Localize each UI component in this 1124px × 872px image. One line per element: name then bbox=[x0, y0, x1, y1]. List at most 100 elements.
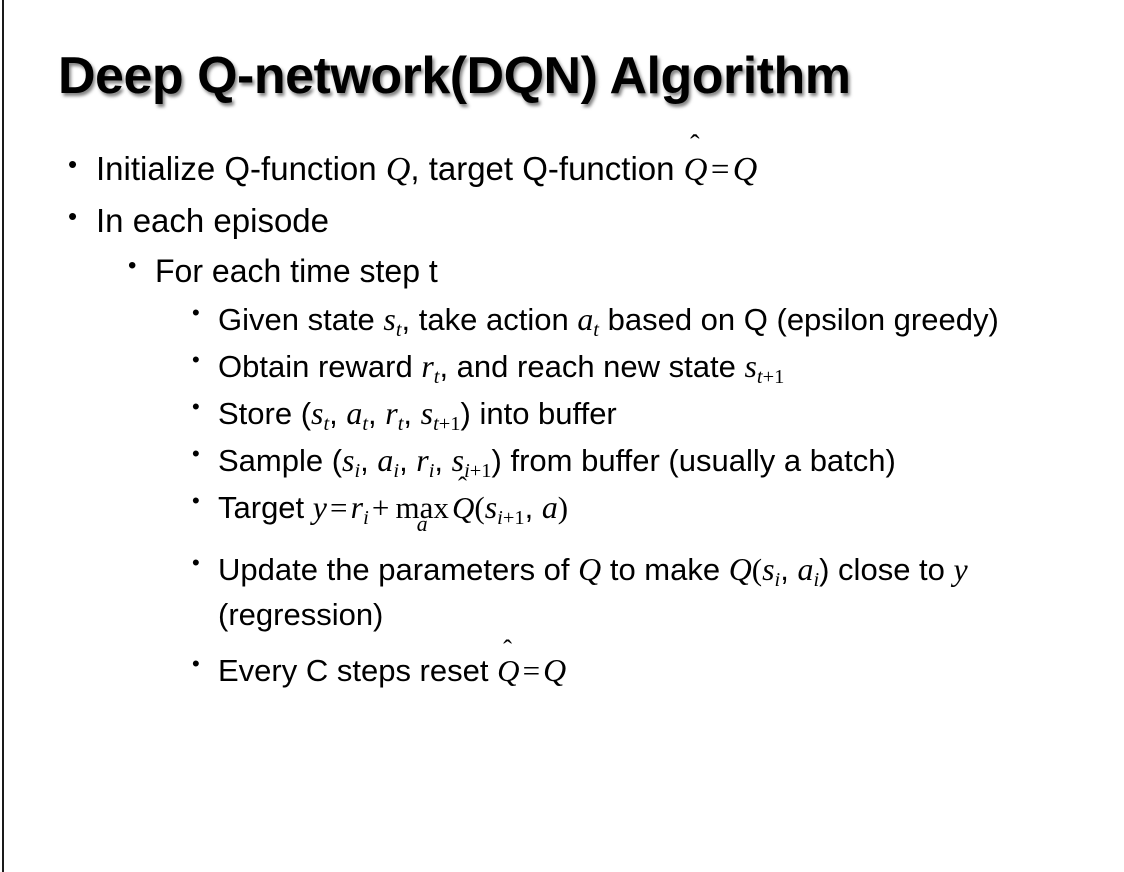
bullet-initialize: • Initialize Q-function Q, target Q-func… bbox=[0, 131, 1124, 195]
math-equals: = bbox=[522, 653, 541, 689]
bullet-in-each-episode: • In each episode bbox=[0, 197, 1124, 246]
bullet-sample-buffer: • Sample (si, ai, ri, si+1) from buffer … bbox=[0, 438, 1124, 484]
sub-i-part: i bbox=[464, 460, 470, 483]
bullet-glyph-icon: • bbox=[128, 252, 137, 280]
math-a: a bbox=[541, 490, 558, 526]
math-s: s bbox=[744, 349, 757, 385]
math-s: s bbox=[762, 552, 775, 588]
bullet-for-each-time-step-text: For each time step t bbox=[155, 253, 438, 290]
bullet-for-each-time-step: • For each time step t bbox=[0, 248, 1124, 295]
text-every-pre: Every C steps reset bbox=[218, 653, 498, 689]
text-given-post: based on Q (epsilon greedy) bbox=[598, 302, 999, 338]
math-s: s bbox=[311, 396, 324, 432]
bullet-given-state-text: Given state st, take action at based on … bbox=[218, 297, 1124, 343]
math-sub-t: t bbox=[433, 366, 440, 389]
math-max-label: max bbox=[395, 490, 449, 526]
math-Q-hat-base: Q bbox=[497, 653, 520, 689]
math-s: s bbox=[342, 443, 355, 479]
math-max-subscript-a: a bbox=[416, 512, 428, 537]
text-given-mid: , take action bbox=[401, 302, 578, 338]
bullet-in-each-episode-text: In each episode bbox=[96, 202, 330, 240]
math-s: s bbox=[420, 396, 434, 432]
math-close-paren: ) bbox=[557, 490, 569, 526]
bullet-glyph-icon: • bbox=[192, 347, 200, 373]
math-equals: = bbox=[710, 152, 730, 188]
math-sub-t-plus-1: t+1 bbox=[757, 367, 784, 389]
text-given-pre: Given state bbox=[218, 302, 384, 338]
hat-accent-icon: ˆ bbox=[503, 633, 513, 664]
sub-t-part: t bbox=[433, 413, 439, 436]
math-y: y bbox=[312, 490, 327, 526]
math-y: y bbox=[953, 552, 968, 588]
bullet-sample-buffer-text: Sample (si, ai, ri, si+1) from buffer (u… bbox=[218, 438, 1124, 484]
bullet-list: • Initialize Q-function Q, target Q-func… bbox=[0, 131, 1124, 695]
math-s: s bbox=[451, 443, 465, 479]
math-sub-i: i bbox=[774, 569, 781, 592]
bullet-glyph-icon: • bbox=[192, 441, 200, 467]
math-sub-i: i bbox=[393, 460, 400, 483]
math-s: s bbox=[383, 302, 396, 338]
text-comma: , bbox=[360, 443, 378, 479]
sub-t-part: t bbox=[756, 366, 763, 389]
math-Q: Q bbox=[385, 151, 411, 188]
bullet-glyph-icon: • bbox=[192, 394, 200, 420]
bullet-glyph-icon: • bbox=[68, 149, 78, 179]
text-comma: , bbox=[524, 490, 542, 526]
math-r: r bbox=[350, 490, 364, 526]
text-update-post: ) close to bbox=[819, 552, 954, 588]
math-sub-t: t bbox=[395, 319, 402, 342]
math-open-paren: ( bbox=[474, 490, 485, 526]
sub-plus-one-part: +1 bbox=[469, 460, 492, 483]
bullet-glyph-icon: • bbox=[192, 550, 200, 576]
math-equals: = bbox=[330, 490, 348, 526]
math-sub-i: i bbox=[428, 460, 435, 483]
math-sub-t: t bbox=[593, 319, 599, 342]
bullet-initialize-text: Initialize Q-function Q, target Q-functi… bbox=[96, 131, 1124, 195]
bullet-store-buffer-text: Store (st, at, rt, st+1) into buffer bbox=[218, 391, 1124, 437]
math-sub-t: t bbox=[323, 413, 330, 436]
math-sub-i: i bbox=[363, 507, 369, 530]
sub-plus-one-part: +1 bbox=[762, 366, 785, 389]
bullet-glyph-icon: • bbox=[192, 300, 200, 326]
sub-plus-one-part: +1 bbox=[502, 507, 525, 530]
text-sample-post: ) from buffer (usually a batch) bbox=[491, 443, 896, 479]
bullet-glyph-icon: • bbox=[192, 488, 200, 514]
text-store-post: ) into buffer bbox=[460, 396, 617, 432]
text-update-end: (regression) bbox=[218, 597, 384, 633]
bullet-update-parameters: • Update the parameters of Q to make Q(s… bbox=[0, 547, 1124, 638]
math-r: r bbox=[385, 396, 398, 432]
sub-i-part: i bbox=[497, 507, 503, 530]
text-update-pre: Update the parameters of bbox=[218, 552, 579, 588]
math-a: a bbox=[346, 396, 363, 432]
page-title: Deep Q-network(DQN) Algorithm bbox=[58, 47, 851, 105]
text-obtain-mid: , and reach new state bbox=[439, 349, 745, 385]
math-Q-hat-base: Q bbox=[683, 152, 708, 188]
math-Q-2: Q bbox=[728, 552, 752, 588]
text-update-mid: to make bbox=[601, 552, 729, 588]
math-sub-i: i bbox=[354, 460, 361, 483]
math-a: a bbox=[577, 302, 594, 338]
bullet-given-state: • Given state st, take action at based o… bbox=[0, 297, 1124, 343]
text-comma: , bbox=[329, 396, 347, 432]
text-comma: , bbox=[434, 443, 452, 479]
math-sub-t-plus-1: t+1 bbox=[433, 414, 460, 436]
text-obtain-pre: Obtain reward bbox=[218, 349, 422, 385]
math-sub-t: t bbox=[362, 413, 369, 436]
math-sub-i-plus-1: i+1 bbox=[497, 508, 524, 530]
text-target-pre: Target bbox=[218, 490, 313, 526]
bullet-glyph-icon: • bbox=[68, 201, 78, 232]
math-sub-i: i bbox=[813, 569, 820, 592]
hat-accent-icon: ˆ bbox=[690, 129, 700, 161]
math-a: a bbox=[377, 443, 394, 479]
math-Q-hat-base: Q bbox=[451, 490, 475, 526]
bullet-update-parameters-text: Update the parameters of Q to make Q(si,… bbox=[218, 547, 1124, 638]
hat-accent-icon: ˆ bbox=[458, 471, 467, 502]
text-comma: , bbox=[403, 396, 421, 432]
text-initialize-pre: Initialize Q-function bbox=[96, 150, 386, 187]
